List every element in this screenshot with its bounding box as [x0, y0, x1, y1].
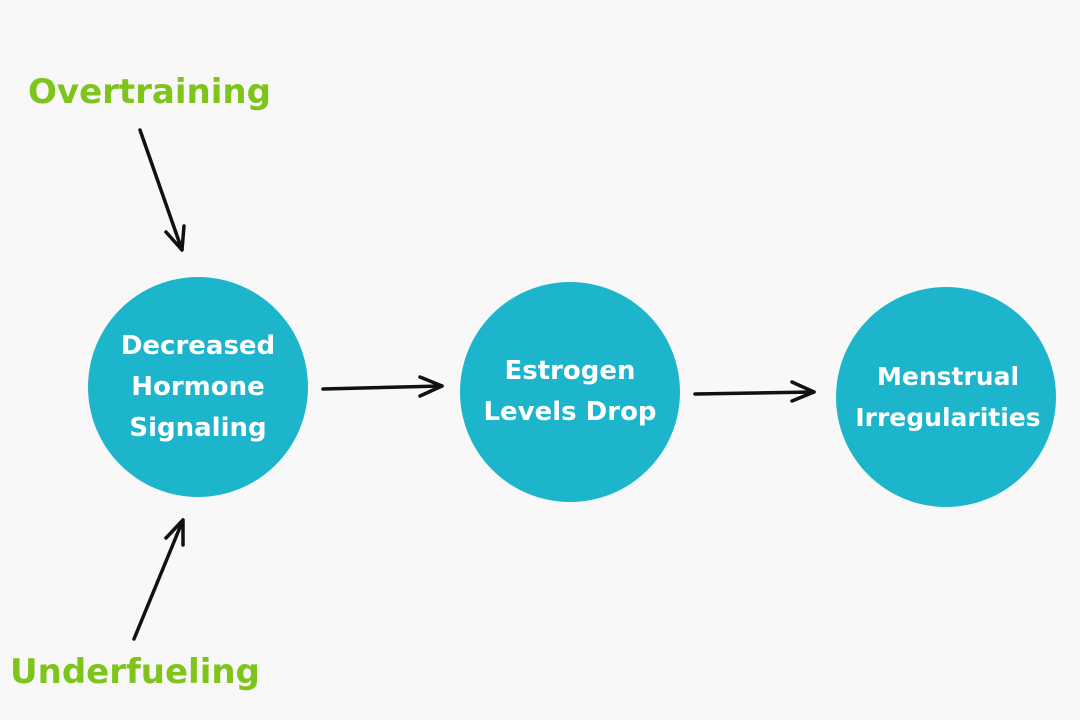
factor-overtraining: Overtraining [28, 72, 271, 112]
arrow-hormone-to-estrogen [321, 375, 444, 398]
factor-underfueling: Underfueling [10, 652, 260, 692]
node-label: Estrogen Levels Drop [483, 356, 657, 427]
node-label: Decreased Hormone Signaling [120, 330, 276, 443]
arrow-estrogen-to-menstrual [693, 380, 816, 403]
node-estrogen-levels-drop: Estrogen Levels Drop [460, 282, 680, 502]
node-label: Menstrual Irregularities [855, 362, 1041, 432]
node-menstrual-irregularities: Menstrual Irregularities [836, 287, 1056, 507]
node-decreased-hormone-signaling: Decreased Hormone Signaling [88, 277, 308, 497]
arrow-overtraining-to-hormone [138, 128, 186, 252]
arrow-underfueling-to-hormone [132, 518, 185, 641]
